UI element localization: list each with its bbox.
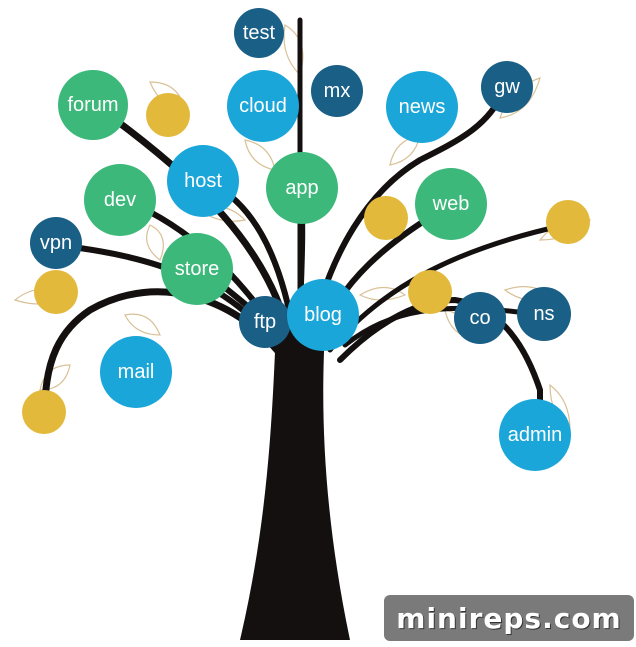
node-label: ftp (253, 311, 277, 333)
node-label: test (242, 22, 276, 44)
node-ns: ns (517, 287, 571, 341)
node-label: gw (494, 76, 520, 98)
node-label: ns (533, 303, 555, 325)
fruit-2 (364, 196, 408, 240)
node-co: co (454, 292, 506, 344)
node-cloud: cloud (227, 70, 299, 142)
node-app: app (266, 152, 338, 224)
trunk (240, 330, 350, 640)
node-host: host (167, 145, 239, 217)
node-web: web (415, 168, 487, 240)
node-label: co (469, 307, 491, 329)
node-forum: forum (58, 70, 128, 140)
node-vpn: vpn (30, 217, 82, 269)
node-gw: gw (481, 61, 533, 113)
node-mail: mail (100, 336, 172, 408)
node-label: dev (103, 189, 137, 211)
fruit-3 (546, 200, 590, 244)
node-label: admin (507, 424, 563, 446)
fruit-5 (408, 270, 452, 314)
node-admin: admin (499, 399, 571, 471)
node-label: blog (304, 304, 342, 326)
node-label: store (174, 258, 220, 280)
node-test: test (234, 8, 284, 58)
node-ftp: ftp (239, 296, 291, 348)
watermark: minireps.com (384, 595, 634, 641)
node-label: web (432, 193, 470, 215)
fruit-1 (146, 93, 190, 137)
node-news: news (386, 71, 458, 143)
node-blog: blog (287, 279, 359, 351)
node-label: news (398, 96, 446, 118)
node-label: mx (323, 80, 351, 102)
node-mx: mx (311, 65, 363, 117)
fruit-4 (34, 270, 78, 314)
node-label: cloud (239, 95, 287, 117)
node-label: host (184, 170, 222, 192)
node-label: app (285, 177, 319, 199)
fruit-6 (22, 390, 66, 434)
node-dev: dev (84, 164, 156, 236)
node-store: store (161, 233, 233, 305)
node-label: vpn (39, 232, 73, 254)
node-label: forum (67, 94, 119, 116)
watermark-text: minireps.com (396, 601, 622, 635)
node-label: mail (117, 361, 155, 383)
